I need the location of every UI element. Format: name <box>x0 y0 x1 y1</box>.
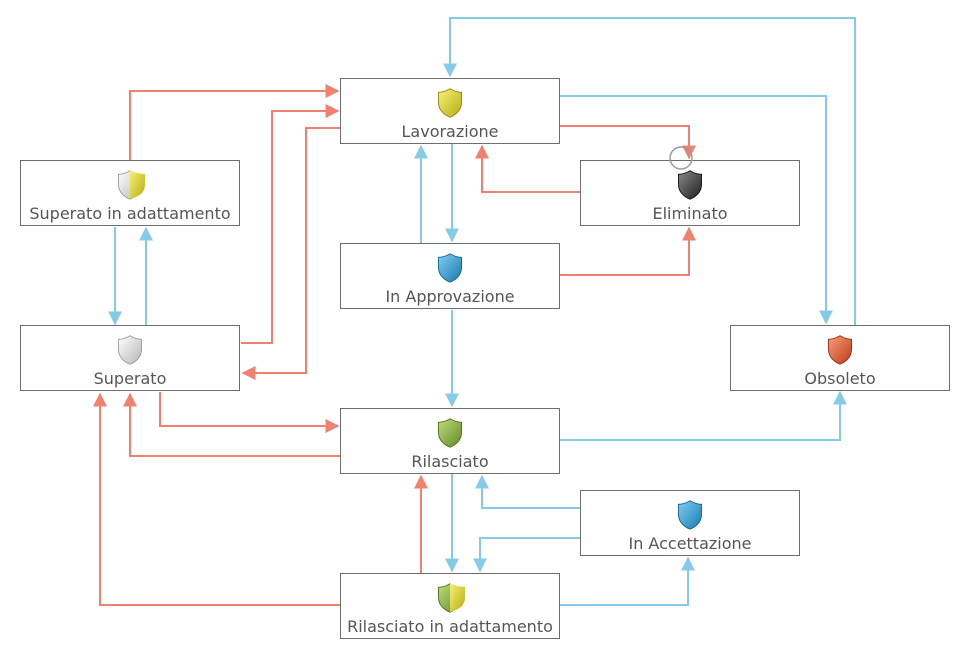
edge-rilasciato-to-superato <box>123 392 340 457</box>
node-lavorazione[interactable]: Lavorazione <box>340 78 560 144</box>
edge-riladatt-to-accettazione <box>560 556 695 606</box>
edge-superato-to-rilasciato <box>159 392 340 433</box>
node-label: Rilasciato <box>411 452 488 471</box>
node-label: Superato <box>94 369 167 388</box>
self-loop-indicator <box>669 146 693 170</box>
edge-eliminato-to-lavorazione <box>475 144 580 193</box>
node-label: In Approvazione <box>385 287 514 306</box>
edge-lavorazione-to-superato <box>241 127 340 380</box>
node-rilasciato[interactable]: Rilasciato <box>340 408 560 474</box>
edge-lavorazione-to-eliminato <box>560 125 696 160</box>
node-label: Obsoleto <box>804 369 875 388</box>
node-rilasciato-in-adattamento[interactable]: Rilasciato in adattamento <box>340 573 560 639</box>
node-label: Eliminato <box>652 204 727 223</box>
edge-accettazione-to-riladatt <box>473 537 580 573</box>
edge-superato-to-lavorazione <box>241 104 340 344</box>
node-in-approvazione[interactable]: In Approvazione <box>340 243 560 309</box>
node-label: Lavorazione <box>402 122 499 141</box>
node-obsoleto[interactable]: Obsoleto <box>730 325 950 391</box>
edge-lavorazione-to-obsoleto <box>560 95 833 325</box>
node-label: Superato in adattamento <box>29 204 230 223</box>
shield-green-yellow-icon <box>437 582 465 613</box>
edge-obsoleto-to-lavorazione <box>443 17 856 325</box>
edge-accettazione-to-rilasciato <box>475 474 580 509</box>
node-superato[interactable]: Superato <box>20 325 240 391</box>
node-label: Rilasciato in adattamento <box>347 617 553 636</box>
node-eliminato[interactable]: Eliminato <box>580 146 800 226</box>
node-superato-in-adattamento[interactable]: Superato in adattamento <box>20 160 240 226</box>
shield-white-yellow-icon <box>117 169 145 200</box>
edge-riladatt-to-superato <box>93 392 340 606</box>
edge-supadatt-to-lavorazione <box>129 84 340 160</box>
edge-rilasciato-to-obsoleto <box>560 390 847 441</box>
edge-approvazione-to-eliminato <box>560 226 696 276</box>
node-label: In Accettazione <box>628 534 751 553</box>
node-in-accettazione[interactable]: In Accettazione <box>580 490 800 556</box>
